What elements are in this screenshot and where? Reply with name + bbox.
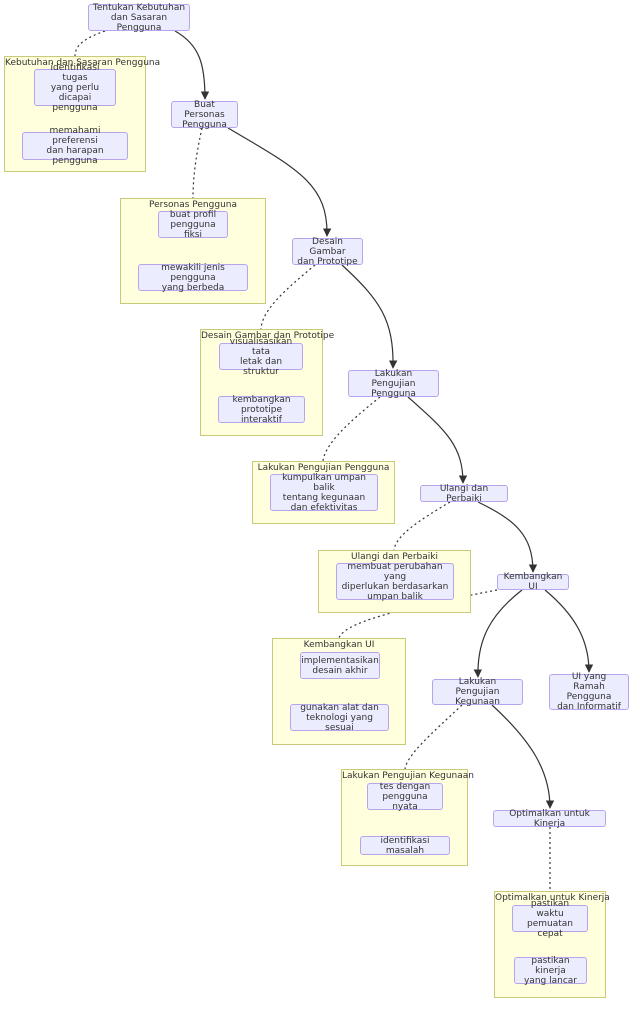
cluster-title: Kebutuhan dan Sasaran Pengguna: [5, 58, 161, 68]
item-mewakili-jenis: mewakili jenis pengguna yang berbeda: [138, 263, 248, 293]
cluster-title: Desain Gambar dan Prototipe: [201, 331, 335, 341]
cluster-title: Lakukan Pengujian Kegunaan: [342, 771, 474, 781]
edge-n5-n6: [477, 501, 538, 573]
node-optimalkan-kinerja: Optimalkan untuk Kinerja: [493, 809, 606, 829]
node-kembangkan-ui: Kembangkan UI: [497, 572, 569, 592]
link-n1-c1: [74, 30, 106, 57]
link-n2-c2: [192, 127, 203, 199]
link-n7-c7: [404, 704, 463, 770]
item-pastikan-kinerja: pastikan kinerja yang lancar: [514, 956, 587, 986]
item-membuat-perubahan: membuat perubahan yang diperlukan berdas…: [336, 562, 454, 602]
edge-n1-n2: [174, 30, 210, 100]
edge-n3-n4: [341, 264, 398, 369]
link-n3-c3: [260, 264, 316, 330]
node-buat-personas: Buat Personas Pengguna: [171, 100, 238, 130]
edge-n4-n5: [407, 396, 468, 484]
node-ulangi-perbaiki: Ulangi dan Perbaiki: [420, 484, 508, 504]
item-visualisasikan: visualisasikan tata letak dan struktur: [219, 337, 303, 377]
edge-n2-n3: [227, 127, 332, 237]
node-desain-gambar: Desain Gambar dan Prototipe: [292, 237, 363, 267]
cluster-title: Lakukan Pengujian Pengguna: [257, 463, 390, 473]
cluster-title: Ulangi dan Perbaiki: [351, 552, 438, 562]
cluster-title: Optimalkan untuk Kinerja: [495, 893, 610, 903]
item-tes-pengguna: tes dengan pengguna nyata: [367, 782, 443, 812]
cluster-title: Personas Pengguna: [148, 200, 237, 210]
item-implementasikan: implementasikan desain akhir: [300, 652, 380, 679]
item-kumpulkan-umpan-balik: kumpulkan umpan balik tentang kegunaan d…: [270, 473, 378, 513]
item-memahami-preferensi: memahami preferensi dan harapan pengguna: [22, 126, 128, 166]
node-lakukan-pengujian-pengguna: Lakukan Pengujian Pengguna: [348, 369, 439, 399]
edge-n6-n7: [473, 589, 523, 678]
node-lakukan-pengujian-kegunaan: Lakukan Pengujian Kegunaan: [432, 677, 523, 707]
edge-n6-n8: [544, 589, 594, 673]
edge-n7-n9: [491, 704, 555, 809]
item-buat-profil: buat profil pengguna fiksi: [158, 210, 228, 240]
cluster-title: Kembangkan UI: [303, 640, 375, 650]
item-gunakan-alat: gunakan alat dan teknologi yang sesuai: [290, 703, 389, 733]
node-ui-ramah-pengguna: UI yang Ramah Pengguna dan Informatif: [549, 672, 629, 712]
node-tentukan-kebutuhan: Tentukan Kebutuhan dan Sasaran Pengguna: [88, 3, 190, 33]
item-identifikasi-tugas: identifikasi tugas yang perlu dicapai pe…: [34, 63, 116, 113]
link-n5-c5: [393, 501, 451, 551]
link-n4-c4: [322, 396, 381, 462]
item-kembangkan-prototipe: kembangkan prototipe interaktif: [218, 395, 305, 425]
item-pastikan-waktu: pastikan waktu pemuatan cepat: [512, 899, 588, 939]
item-identifikasi-masalah: identifikasi masalah: [360, 836, 450, 856]
